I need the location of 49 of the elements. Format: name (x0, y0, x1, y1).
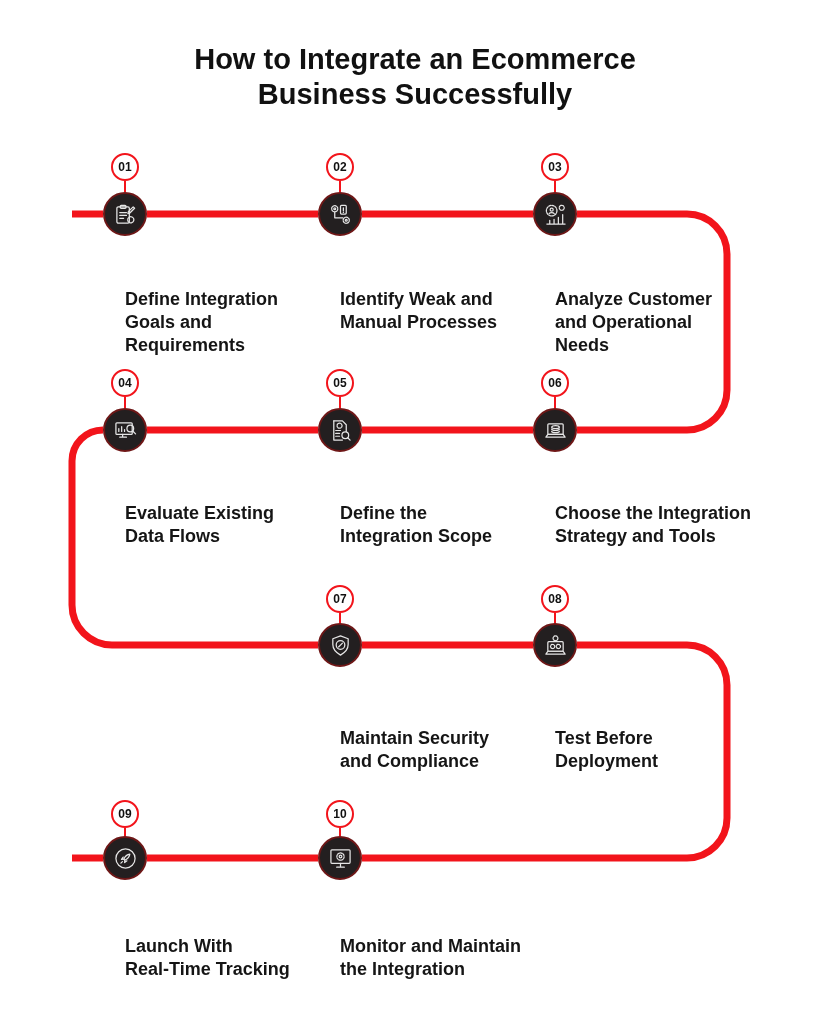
title: How to Integrate an Ecommerce Business Successfully (193, 42, 637, 112)
step-circle (103, 836, 147, 880)
step-label: Maintain Security and Compliance (340, 727, 491, 773)
connector-line (554, 612, 556, 624)
connector-line (554, 180, 556, 193)
step-number-badge: 08 (541, 585, 569, 613)
connector-line (124, 396, 126, 409)
step-circle (318, 623, 362, 667)
step-circle (103, 192, 147, 236)
step-circle (533, 192, 577, 236)
timeline-line (147, 854, 318, 862)
step-label: Evaluate Existing Data Flows (125, 502, 276, 548)
step-circle (103, 408, 147, 452)
connector-line (339, 827, 341, 837)
timeline-line (362, 641, 731, 862)
connector-line (339, 396, 341, 409)
timeline-line (362, 641, 533, 649)
timeline-line (577, 210, 731, 434)
step-number-badge: 07 (326, 585, 354, 613)
step-number-badge: 09 (111, 800, 139, 828)
step-label: Launch With Real-Time Tracking (125, 935, 291, 981)
step-circle (318, 408, 362, 452)
connector-line (339, 612, 341, 624)
step-label: Define Integration Goals and Requirements (125, 288, 280, 357)
step-circle (533, 408, 577, 452)
step-circle (533, 623, 577, 667)
step-number-badge: 06 (541, 369, 569, 397)
connector-line (339, 180, 341, 193)
step-number-badge: 10 (326, 800, 354, 828)
step-label: Define the Integration Scope (340, 502, 494, 548)
step-label: Monitor and Maintain the Integration (340, 935, 523, 981)
step-label: Analyze Customer and Operational Needs (555, 288, 714, 357)
step-circle (318, 836, 362, 880)
timeline-line (362, 210, 533, 218)
connector-line (554, 396, 556, 409)
step-number-badge: 03 (541, 153, 569, 181)
connector-line (124, 827, 126, 837)
step-number-badge: 04 (111, 369, 139, 397)
step-circle (318, 192, 362, 236)
step-number-badge: 05 (326, 369, 354, 397)
timeline-line (147, 426, 318, 434)
step-number-badge: 01 (111, 153, 139, 181)
step-label: Test Before Deployment (555, 727, 660, 773)
connector-line (124, 180, 126, 193)
step-number-badge: 02 (326, 153, 354, 181)
step-label: Identify Weak and Manual Processes (340, 288, 499, 334)
timeline-line (362, 426, 533, 434)
step-label: Choose the Integration Strategy and Tools (555, 502, 753, 548)
timeline-line (147, 210, 318, 218)
